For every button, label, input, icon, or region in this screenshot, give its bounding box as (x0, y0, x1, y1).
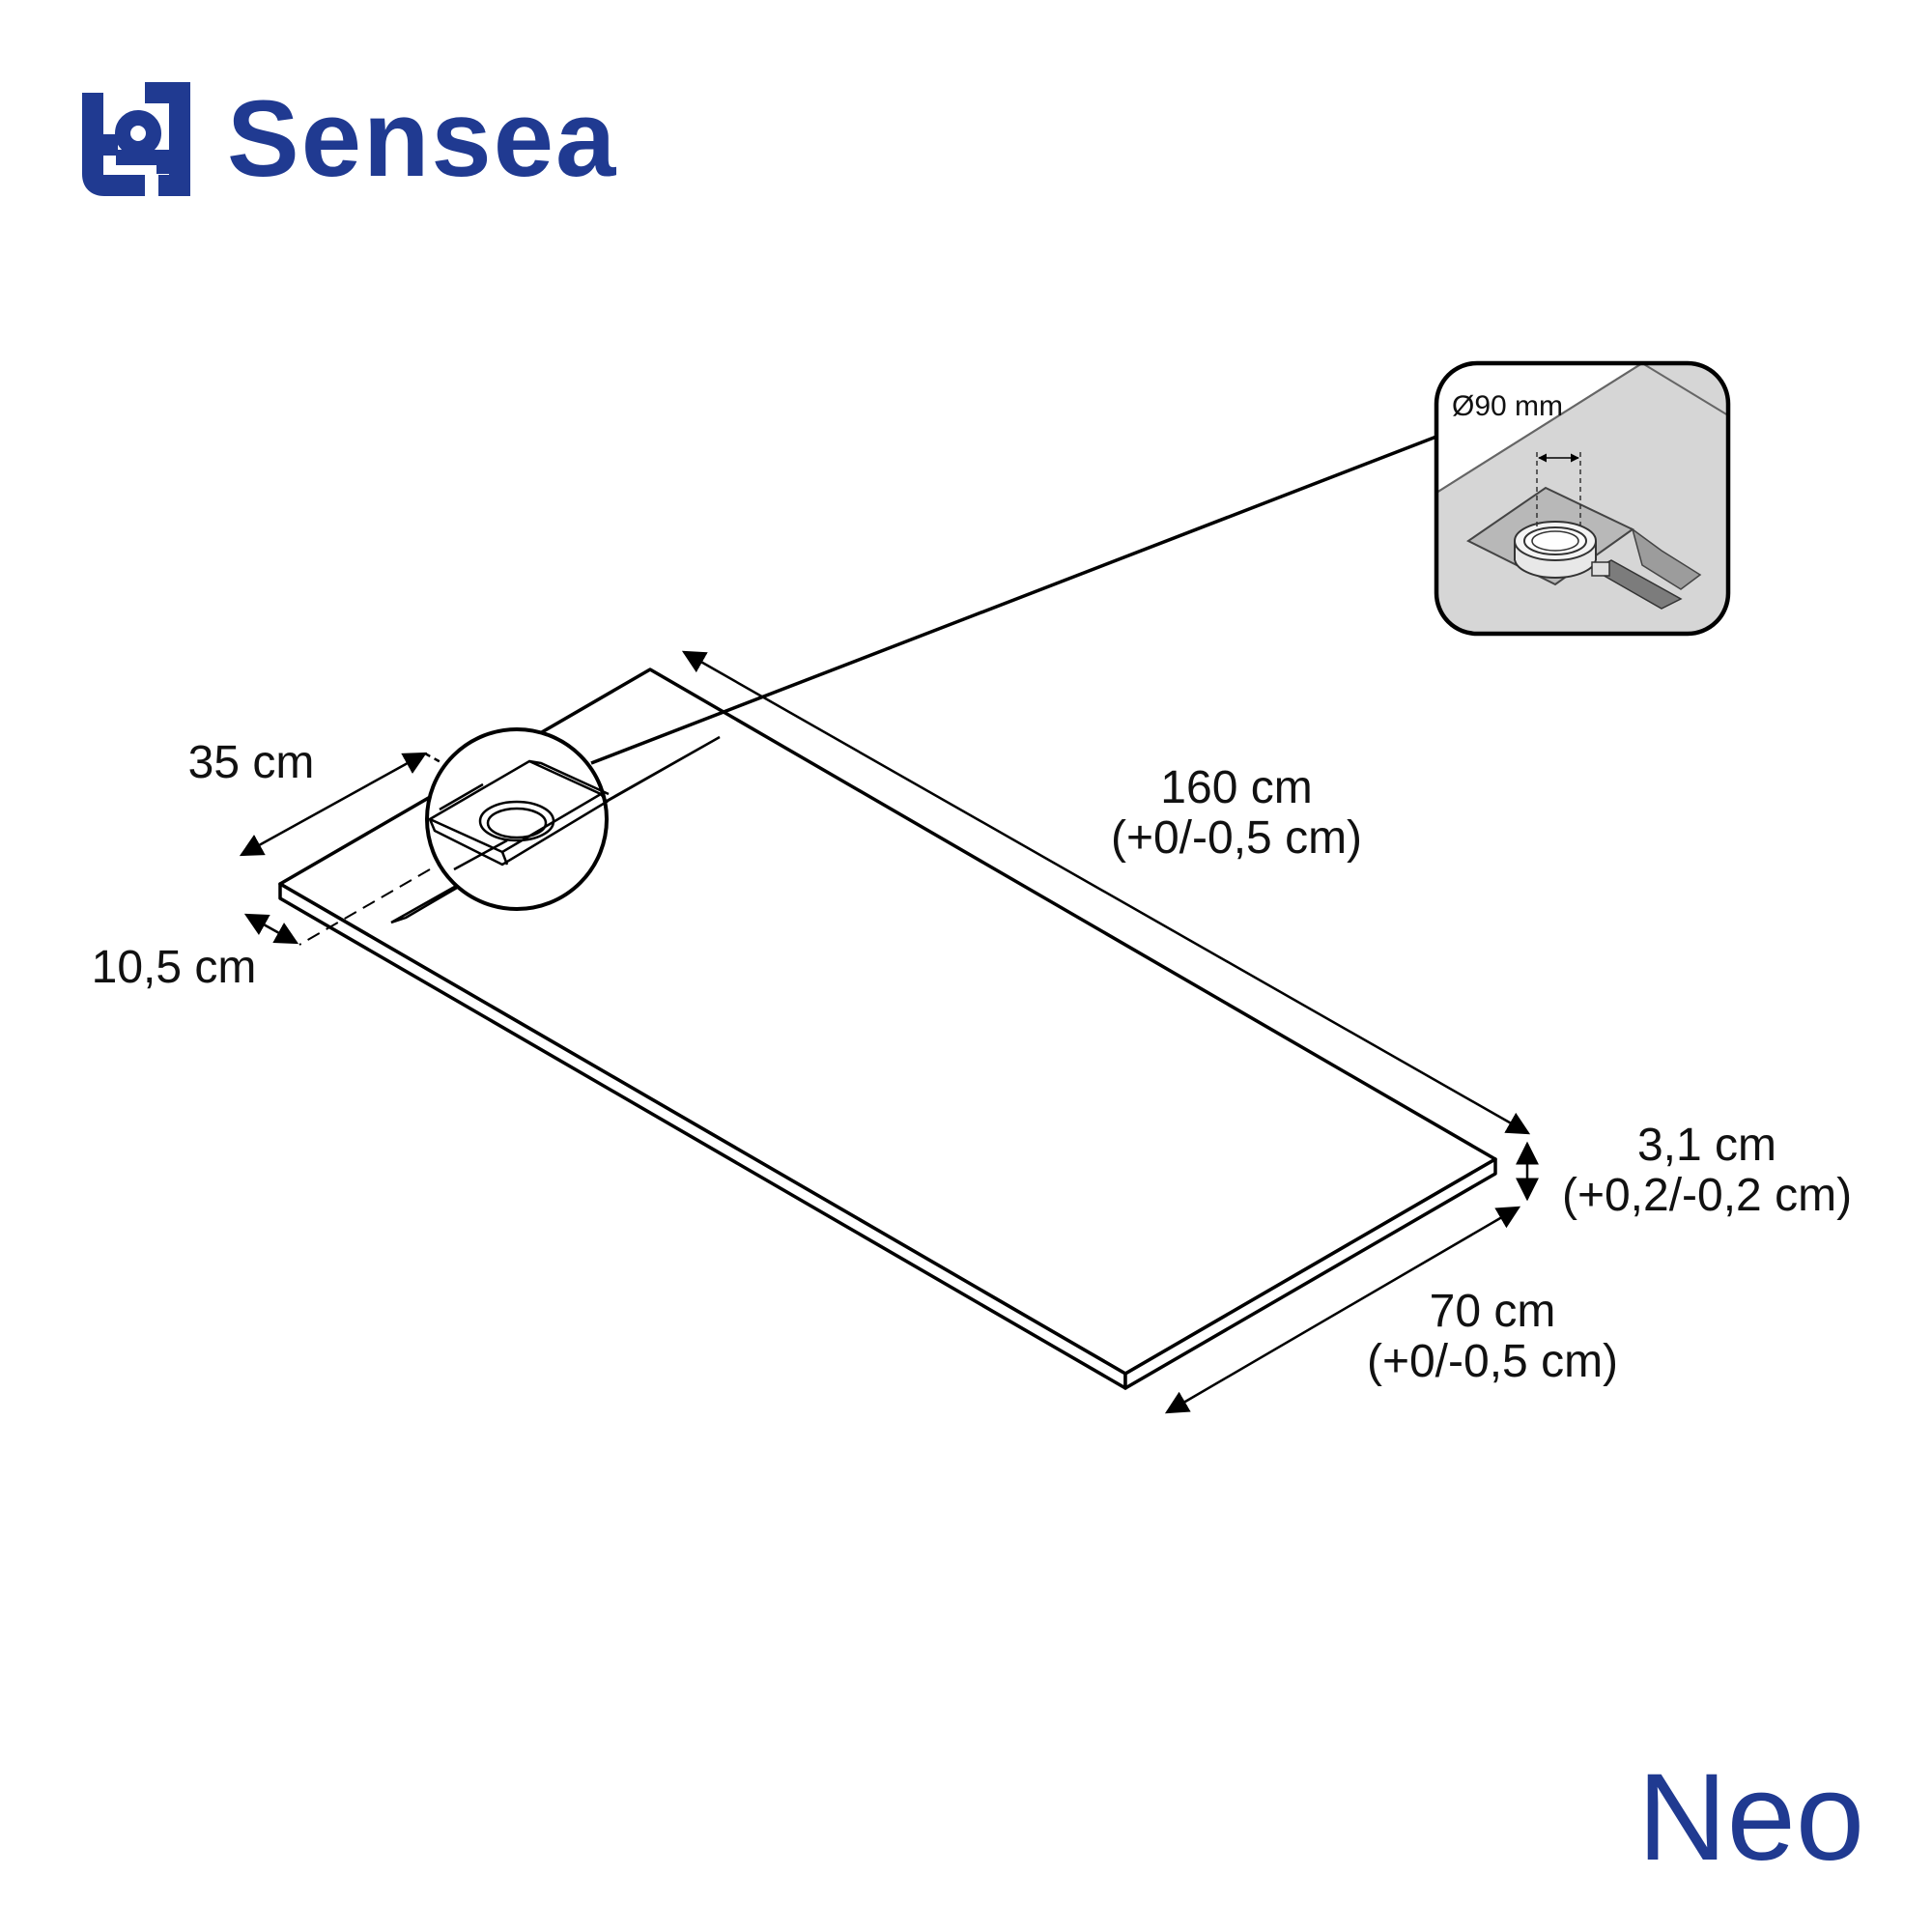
width-value: 70 cm (1429, 1286, 1556, 1337)
drain-diameter-label: Ø90 mm (1452, 390, 1564, 422)
drain-detail-box (1434, 360, 1731, 637)
length-tolerance: (+0/-0,5 cm) (1110, 812, 1363, 864)
dim-line-70 (1164, 1206, 1521, 1414)
thickness-tolerance: (+0,2/-0,2 cm) (1561, 1170, 1853, 1221)
drain-end-offset-label: 10,5 cm (77, 943, 270, 993)
drain-side-offset-value: 35 cm (187, 737, 315, 788)
thickness-label: 3,1 cm (+0,2/-0,2 cm) (1533, 1121, 1881, 1221)
drain-centre-line (298, 868, 431, 946)
width-label: 70 cm (+0/-0,5 cm) (1319, 1287, 1666, 1387)
dimension-lines (239, 650, 1539, 1414)
thickness-value: 3,1 cm (1636, 1120, 1777, 1171)
length-value: 160 cm (1160, 762, 1313, 813)
drain-side-offset-label: 35 cm (155, 738, 348, 788)
dim-line-35 (239, 752, 428, 857)
detail-leader-line (590, 435, 1437, 765)
drain-end-offset-value: 10,5 cm (91, 942, 257, 993)
drain-magnifier (425, 727, 610, 911)
sensea-logo-icon (82, 82, 190, 196)
product-name: Neo (1637, 1748, 1864, 1887)
width-tolerance: (+0/-0,5 cm) (1366, 1336, 1619, 1387)
dim-line-160 (681, 650, 1531, 1135)
brand-name: Sensea (227, 78, 618, 199)
length-label: 160 cm (+0/-0,5 cm) (1063, 763, 1410, 864)
dim-line-105 (243, 913, 299, 945)
